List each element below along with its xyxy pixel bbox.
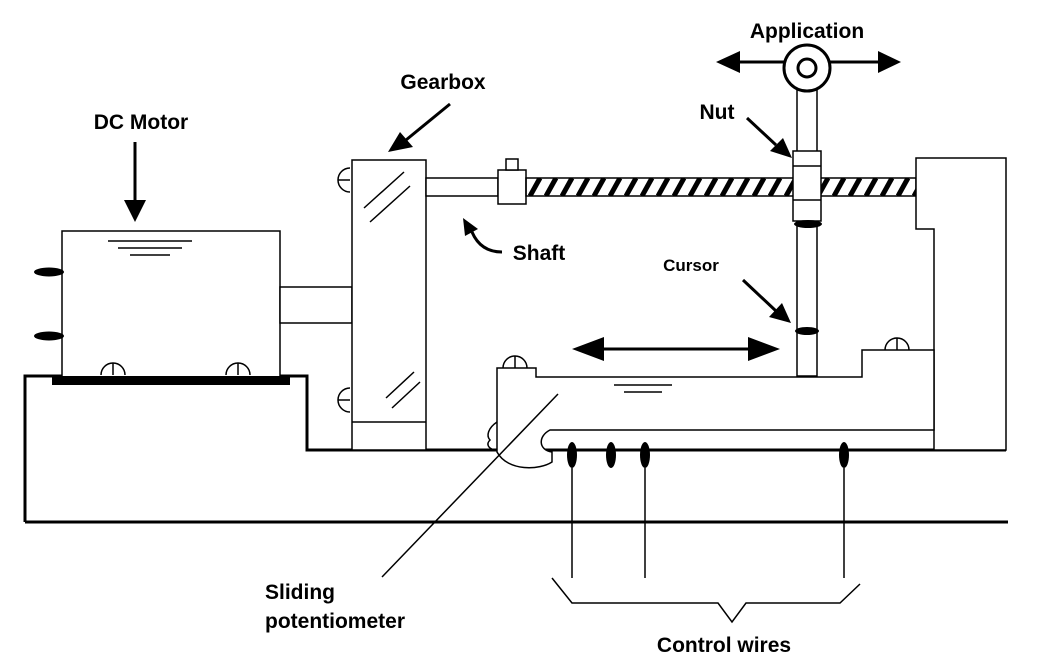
label-control-wires: Control wires: [657, 634, 791, 657]
label-dc-motor: DC Motor: [94, 111, 188, 134]
label-potentiometer: potentiometer: [265, 610, 405, 633]
gearbox: [337, 159, 427, 451]
control-wires: [551, 442, 861, 624]
label-cursor: Cursor: [663, 256, 719, 275]
label-gearbox: Gearbox: [400, 71, 486, 94]
dc-motor: [34, 230, 353, 385]
terminal-icon: [34, 331, 64, 341]
label-shaft: Shaft: [513, 242, 566, 265]
arrow-icon: [463, 218, 478, 236]
label-application: Application: [750, 20, 864, 43]
arrow-down-icon: [124, 200, 146, 222]
sliding-potentiometer: [487, 337, 935, 469]
arrow-left-icon: [716, 51, 740, 73]
lead-screw: [525, 177, 917, 197]
arrow-icon: [769, 303, 791, 323]
double-arrow-right-icon: [748, 337, 780, 361]
bearing-block: [915, 157, 1007, 451]
double-arrow-left-icon: [572, 337, 604, 361]
arrow-icon: [388, 132, 413, 152]
label-sliding: Sliding: [265, 581, 335, 604]
arrow-icon: [770, 138, 792, 158]
cursor-contact-icon: [795, 327, 819, 335]
shaft: [425, 158, 917, 205]
label-nut: Nut: [700, 101, 735, 124]
leader-arrows: [124, 102, 792, 578]
arrow-right-icon: [878, 51, 901, 73]
terminal-icon: [34, 267, 64, 277]
application-assembly: [716, 43, 901, 377]
